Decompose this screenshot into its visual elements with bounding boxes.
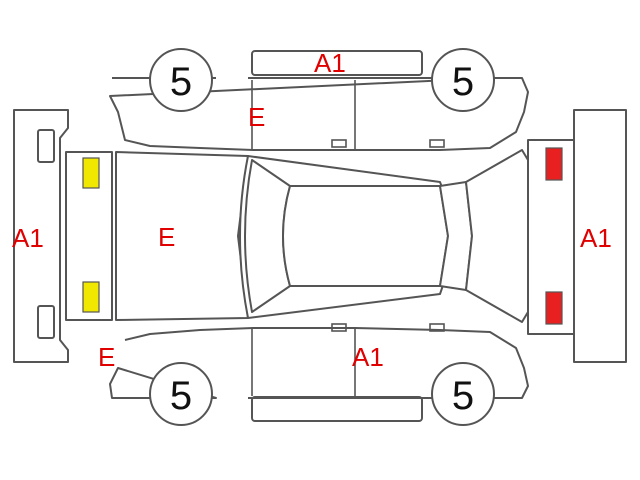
roof [282, 185, 449, 287]
label-rear-bumper: A1 [580, 223, 612, 253]
hood [115, 151, 249, 321]
bottom-body-outline [109, 327, 529, 399]
tire-bottom-right-grade: 5 [452, 374, 474, 418]
label-hood: E [158, 222, 175, 252]
top-rear-handle [429, 139, 445, 148]
top-front-handle [331, 139, 347, 148]
tire-top-right-grade: 5 [452, 60, 474, 104]
rear-deck [465, 149, 529, 323]
front-bumper [13, 109, 69, 363]
tire-top-left [149, 48, 213, 112]
tire-bottom-right [431, 362, 495, 426]
tire-top-right [431, 48, 495, 112]
label-bottom-door: A1 [352, 342, 384, 372]
tire-bottom-left-grade: 5 [170, 374, 192, 418]
tire-top-left-grade: 5 [170, 60, 192, 104]
bottom-rear-handle [429, 323, 445, 332]
bottom-front-handle [331, 323, 347, 332]
rear-bumper [573, 109, 627, 363]
top-side-skirt [251, 50, 423, 76]
label-bottom-fender: E [98, 342, 115, 372]
front-bumper-marker-bottom [37, 305, 55, 339]
headlight-bottom [82, 281, 100, 313]
front-bumper-marker-top [37, 129, 55, 163]
taillight-bottom [545, 291, 563, 325]
tire-bottom-left [149, 362, 213, 426]
taillight-top [545, 147, 563, 181]
label-top-skirt: A1 [314, 48, 346, 78]
label-front-bumper: A1 [12, 223, 44, 253]
bottom-side-skirt [251, 396, 423, 422]
headlight-top [82, 157, 100, 189]
label-top-door: E [248, 102, 265, 132]
